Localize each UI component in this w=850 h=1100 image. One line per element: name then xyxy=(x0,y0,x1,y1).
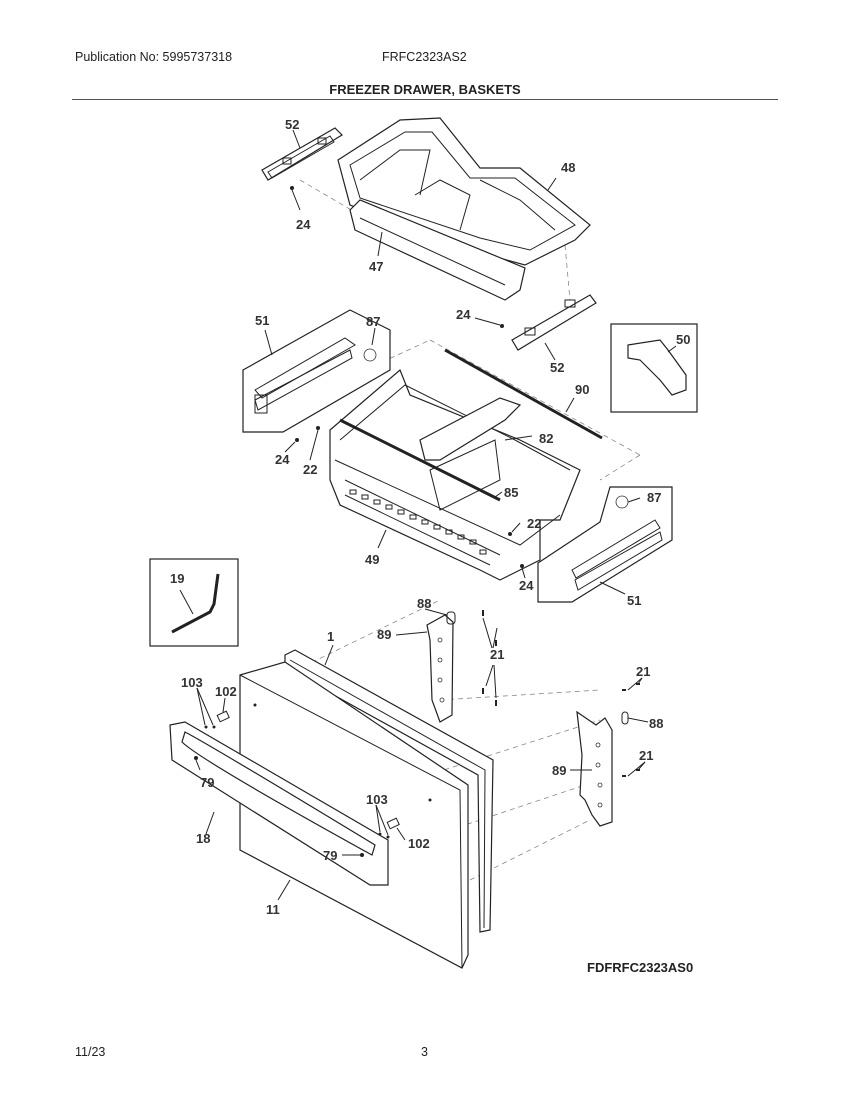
callout-87: 87 xyxy=(647,490,661,505)
part-11-door-panel xyxy=(239,661,469,969)
part-52-right-slide xyxy=(511,294,597,351)
callout-21: 21 xyxy=(636,664,650,679)
page-title: FREEZER DRAWER, BASKETS xyxy=(329,82,521,97)
callout-48: 48 xyxy=(561,160,575,175)
callout-103: 103 xyxy=(366,792,388,807)
publication-number: Publication No: 5995737318 xyxy=(75,50,233,64)
callout-50: 50 xyxy=(676,332,690,347)
model-number: FRFC2323AS2 xyxy=(382,50,467,64)
callout-90: 90 xyxy=(575,382,589,397)
part-89-left-bracket xyxy=(395,608,456,723)
callout-49: 49 xyxy=(365,552,379,567)
callout-51: 51 xyxy=(627,593,641,608)
callout-11: 11 xyxy=(266,902,280,917)
callout-22: 22 xyxy=(527,516,541,531)
callout-52: 52 xyxy=(550,360,564,375)
callout-labels: 52 24 47 48 24 52 51 87 50 90 82 24 22 8… xyxy=(170,117,690,917)
callout-102: 102 xyxy=(408,836,430,851)
screws-21-left xyxy=(482,610,498,706)
callout-24: 24 xyxy=(296,217,311,232)
callout-87: 87 xyxy=(366,314,380,329)
callout-1: 1 xyxy=(327,629,334,644)
callout-52: 52 xyxy=(285,117,299,132)
callout-22: 22 xyxy=(303,462,317,477)
callout-89: 89 xyxy=(377,627,391,642)
parts-102-103-lower xyxy=(375,804,406,841)
callout-47: 47 xyxy=(369,259,383,274)
callout-19: 19 xyxy=(170,571,184,586)
inset-right-rail xyxy=(537,486,673,603)
part-89-right-bracket xyxy=(570,710,649,827)
callout-79: 79 xyxy=(323,848,337,863)
part-52-top-slide xyxy=(261,127,343,181)
title-divider xyxy=(72,99,778,100)
callout-85: 85 xyxy=(504,485,518,500)
footer-date: 11/23 xyxy=(75,1045,106,1059)
diagram-code: FDFRFC2323AS0 xyxy=(587,960,693,975)
callout-24: 24 xyxy=(519,578,534,593)
inset-part-19-wrench xyxy=(149,558,239,647)
callout-89: 89 xyxy=(552,763,566,778)
basket-vent-pattern xyxy=(349,489,487,555)
callout-88: 88 xyxy=(417,596,431,611)
callout-51: 51 xyxy=(255,313,269,328)
part-90-rod xyxy=(444,348,603,440)
callout-24: 24 xyxy=(275,452,290,467)
callout-21: 21 xyxy=(490,647,504,662)
callout-102: 102 xyxy=(215,684,237,699)
part-47-tray xyxy=(349,199,526,301)
callout-88: 88 xyxy=(649,716,663,731)
parts-102-103-upper xyxy=(196,687,230,729)
callout-79: 79 xyxy=(200,775,214,790)
callout-24: 24 xyxy=(456,307,471,322)
inset-left-rail xyxy=(242,309,391,433)
part-18-handle xyxy=(169,721,389,886)
callout-21: 21 xyxy=(639,748,653,763)
part-49-lower-basket xyxy=(329,368,581,581)
screws-21-right xyxy=(622,677,646,777)
callout-18: 18 xyxy=(196,831,210,846)
callout-103: 103 xyxy=(181,675,203,690)
callout-82: 82 xyxy=(539,431,553,446)
inset-part-50 xyxy=(610,323,698,413)
page-number: 3 xyxy=(421,1045,428,1059)
